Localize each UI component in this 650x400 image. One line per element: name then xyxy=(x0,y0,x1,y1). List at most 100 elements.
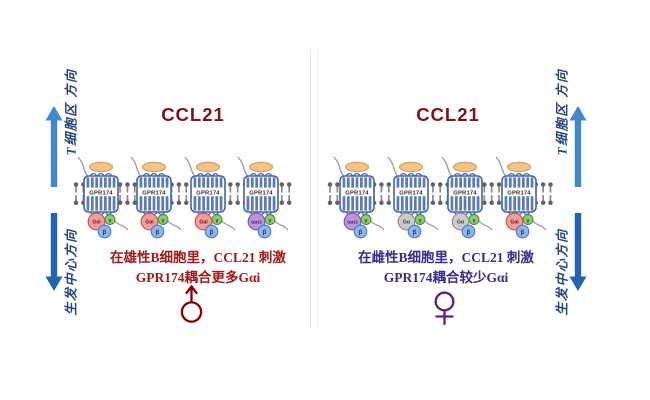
germinal-center-label: 生发中心方向 xyxy=(64,228,79,316)
gbeta-label: β xyxy=(156,230,160,236)
c-terminus-line xyxy=(273,219,289,231)
receptor-outline xyxy=(447,175,483,213)
n-terminus-line xyxy=(237,156,249,178)
receptor-label-band xyxy=(395,187,427,197)
c-terminus-line xyxy=(531,219,547,231)
panel-title-ccl21: CCL21 xyxy=(161,104,225,125)
lipid-head xyxy=(386,200,392,206)
galpha-subunit xyxy=(343,212,362,231)
galpha-label: Gαi xyxy=(510,220,519,226)
lipid-head xyxy=(125,182,130,187)
gbeta-subunit xyxy=(150,224,165,239)
lipid-head xyxy=(132,182,138,187)
ggamma-label: γ xyxy=(216,218,219,224)
lipid-head xyxy=(184,200,189,206)
receptor-label-band xyxy=(503,187,535,197)
c-terminus-line xyxy=(113,219,129,231)
lipid-head xyxy=(327,182,333,187)
germinal-center-label: 生发中心方向 xyxy=(555,228,570,316)
lipid-head xyxy=(228,182,233,187)
receptor-name: GPR174 xyxy=(453,190,477,196)
lipid-head xyxy=(132,200,138,206)
lipid-head xyxy=(438,200,443,206)
n-terminus-line xyxy=(130,156,142,178)
galpha-label: Gα13 xyxy=(347,220,358,225)
c-terminus-line xyxy=(369,219,385,231)
n-terminus-line xyxy=(77,156,89,178)
lipid-head xyxy=(176,200,182,206)
lipid-head xyxy=(430,200,436,206)
ligand-cap xyxy=(344,161,370,173)
receptor-outline xyxy=(393,175,429,213)
gbeta-subunit xyxy=(204,224,219,239)
lipid-head xyxy=(548,182,553,187)
receptor-name: GPR174 xyxy=(249,190,273,196)
receptor-outline xyxy=(190,175,226,213)
receptor-outline xyxy=(136,175,172,213)
galpha-subunit xyxy=(140,212,159,231)
lipid-head xyxy=(482,200,487,206)
gbeta-subunit xyxy=(257,224,272,239)
gbeta-label: β xyxy=(467,230,471,236)
receptor-outline xyxy=(339,175,375,213)
lipid-head xyxy=(379,182,384,187)
ligand-cap xyxy=(248,161,274,173)
ggamma-label: γ xyxy=(365,218,368,224)
gbeta-label: β xyxy=(210,230,214,236)
gbeta-label: β xyxy=(263,230,267,236)
gpr174-receptor: GPR174 γ Gαβ xyxy=(441,156,493,239)
receptor-name: GPR174 xyxy=(196,190,220,196)
caption-line2: GPR174耦合更多Gαi xyxy=(136,269,261,285)
up-arrow-icon xyxy=(569,106,587,187)
tcell-zone-label: T细胞区 方向 xyxy=(64,68,79,155)
galpha-subunit xyxy=(505,212,524,231)
galpha-subunit xyxy=(194,212,213,231)
galpha-label: Gα xyxy=(403,220,411,226)
n-terminus-line xyxy=(441,156,453,178)
receptor-label-band xyxy=(138,187,170,197)
n-terminus-line xyxy=(495,156,507,178)
ggamma-label: γ xyxy=(162,218,165,224)
down-arrow-icon xyxy=(45,213,63,291)
ggamma-label: γ xyxy=(473,218,476,224)
lipid-head xyxy=(176,182,182,187)
lipid-head xyxy=(379,200,384,206)
lipid-head xyxy=(286,182,292,187)
lipid-head xyxy=(125,200,130,206)
receptor-label-band xyxy=(85,187,117,197)
receptor-name: GPR174 xyxy=(399,190,423,196)
gbeta-subunit xyxy=(461,224,476,239)
lipid-head xyxy=(496,182,502,187)
female-symbol-icon xyxy=(434,291,455,326)
panel-title-ccl21: CCL21 xyxy=(416,104,480,125)
membrane-diagram-male: GPR174γGαiβGPR174γGαiβGPR174γGαiβGPR174γ… xyxy=(73,156,292,239)
lipid-head xyxy=(184,182,189,187)
membrane-diagram-female: GPR174γGα13βGPR174γGαβGPR174γGαβGPR174γG… xyxy=(327,156,553,239)
lipid-head xyxy=(117,200,123,206)
ligand-cap xyxy=(506,161,532,173)
ligand-cap xyxy=(141,161,167,173)
lipid-head xyxy=(286,200,292,206)
galpha-label: Gαi xyxy=(92,220,101,226)
gbeta-subunit xyxy=(407,224,422,239)
lipid-head xyxy=(540,200,546,206)
caption-line2: GPR174耦合较少Gαi xyxy=(384,269,509,285)
ggamma-label: γ xyxy=(527,218,530,224)
gbeta-label: β xyxy=(359,230,363,236)
galpha-label: Gα xyxy=(457,220,465,226)
galpha-label: Gαi xyxy=(199,220,208,226)
gbeta-label: β xyxy=(413,230,417,236)
lipid-head xyxy=(228,200,233,206)
ggamma-label: γ xyxy=(109,218,112,224)
galpha-label: Gα13 xyxy=(251,220,262,225)
galpha-subunit xyxy=(451,212,470,231)
lipid-head xyxy=(279,182,285,187)
ligand-cap xyxy=(398,161,424,173)
lipid-head xyxy=(489,182,494,187)
lipid-head xyxy=(540,182,546,187)
ligand-cap xyxy=(88,161,114,173)
receptor-label-band xyxy=(245,187,277,197)
